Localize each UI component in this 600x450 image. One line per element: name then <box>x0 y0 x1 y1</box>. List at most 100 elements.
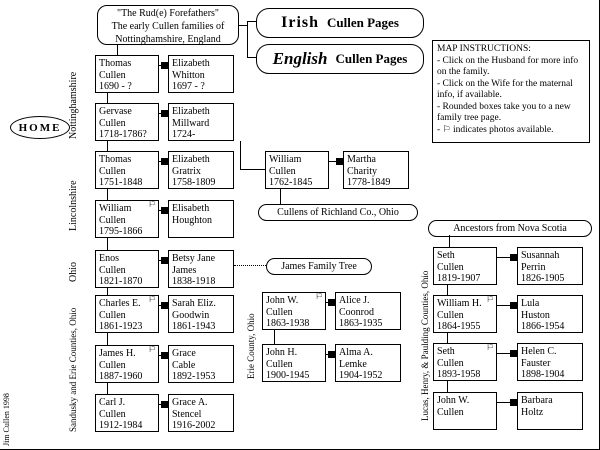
person-given: William <box>269 154 302 165</box>
photo-icon: ⚐ <box>485 295 494 305</box>
link-box-james-family-tree[interactable]: James Family Tree <box>266 258 372 275</box>
connector-line <box>107 238 108 250</box>
person-surname: Cullen <box>99 69 126 81</box>
marriage-square-icon <box>328 351 335 358</box>
irish-button-label: Cullen Pages <box>327 15 399 30</box>
person-given: Lula <box>521 298 540 309</box>
person-surname: Cullen <box>99 214 126 226</box>
english-word: English <box>272 49 328 68</box>
region-label-nottinghamshire: Nottinghamshire <box>68 71 79 139</box>
home-button[interactable]: HOME <box>10 116 70 139</box>
person-given: Susannah <box>521 250 560 261</box>
region-label-lincolnshire: Lincolnshire <box>68 180 79 232</box>
husband-box-john-w-cullen-2[interactable]: John W.Cullen <box>433 392 497 430</box>
person-surname: Cullen <box>437 261 464 273</box>
person-given: Carl J. <box>99 397 126 408</box>
map-instructions-box: MAP INSTRUCTIONS: - Click on the Husband… <box>432 40 590 143</box>
person-surname: Charity <box>347 165 377 177</box>
person-surname: Cullen <box>437 357 464 369</box>
person-surname: Lemke <box>339 358 367 370</box>
person-surname: Cullen <box>99 408 126 420</box>
person-dates: 1751-1848 <box>99 177 143 188</box>
marriage-square-icon <box>161 207 168 214</box>
region-label-lucas-henry-paulding: Lucas, Henry, & Paulding Counties, Ohio <box>420 270 430 421</box>
region-label-sandusky-erie: Sandusky and Erie Counties, Ohio <box>68 307 78 433</box>
dotted-connector-line <box>234 265 266 266</box>
person-dates: 1718-1786? <box>99 129 147 140</box>
person-surname: James <box>172 264 197 276</box>
connector-line <box>247 21 248 58</box>
connector-line <box>107 141 108 151</box>
irish-cullen-pages-button[interactable]: Irish Cullen Pages <box>256 8 424 38</box>
photo-icon: ⚐ <box>442 125 451 136</box>
person-surname: Cullen <box>99 309 126 321</box>
connector-line <box>447 333 448 343</box>
person-surname: Gratrix <box>172 165 201 177</box>
person-surname: Whitton <box>172 69 205 81</box>
person-given: Charles E. <box>99 298 141 309</box>
person-dates: 1893-1958 <box>437 369 481 380</box>
link-box-nova-scotia[interactable]: Ancestors from Nova Scotia <box>428 220 592 237</box>
photo-icon: ⚐ <box>314 292 323 302</box>
person-dates: 1821-1870 <box>99 276 143 287</box>
person-dates: 1795-1866 <box>99 226 143 237</box>
connector-line <box>247 21 256 22</box>
person-dates: 1819-1907 <box>437 273 481 284</box>
link-box-richland[interactable]: Cullens of Richland Co., Ohio <box>258 204 418 221</box>
photo-icon: ⚐ <box>147 295 156 305</box>
region-label-ohio: Ohio <box>68 262 79 283</box>
connector-line <box>280 189 281 204</box>
person-given: Alice J. <box>339 295 370 306</box>
person-given: Grace <box>172 348 196 359</box>
forefathers-title: "The Rud(e) Forefathers" <box>116 8 220 19</box>
person-given: Seth <box>437 346 455 357</box>
person-dates: 1912-1984 <box>99 420 143 431</box>
person-surname: Cullen <box>437 309 464 321</box>
person-given: Alma A. <box>339 347 373 358</box>
connector-line <box>239 25 248 26</box>
map-instruction-4: - ⚐ indicates photos available. <box>437 125 585 137</box>
person-surname: Holtz <box>521 406 544 418</box>
forefathers-link-box[interactable]: "The Rud(e) Forefathers" The early Culle… <box>97 5 239 45</box>
map-instruction-3: - Rounded boxes take you to a new family… <box>437 101 571 124</box>
marriage-square-icon <box>161 352 168 359</box>
marriage-line <box>497 402 517 403</box>
marriage-square-icon <box>328 299 335 306</box>
english-cullen-pages-button[interactable]: English Cullen Pages <box>256 44 424 74</box>
person-given: Seth <box>437 250 455 261</box>
person-surname: Coonrod <box>339 306 374 318</box>
